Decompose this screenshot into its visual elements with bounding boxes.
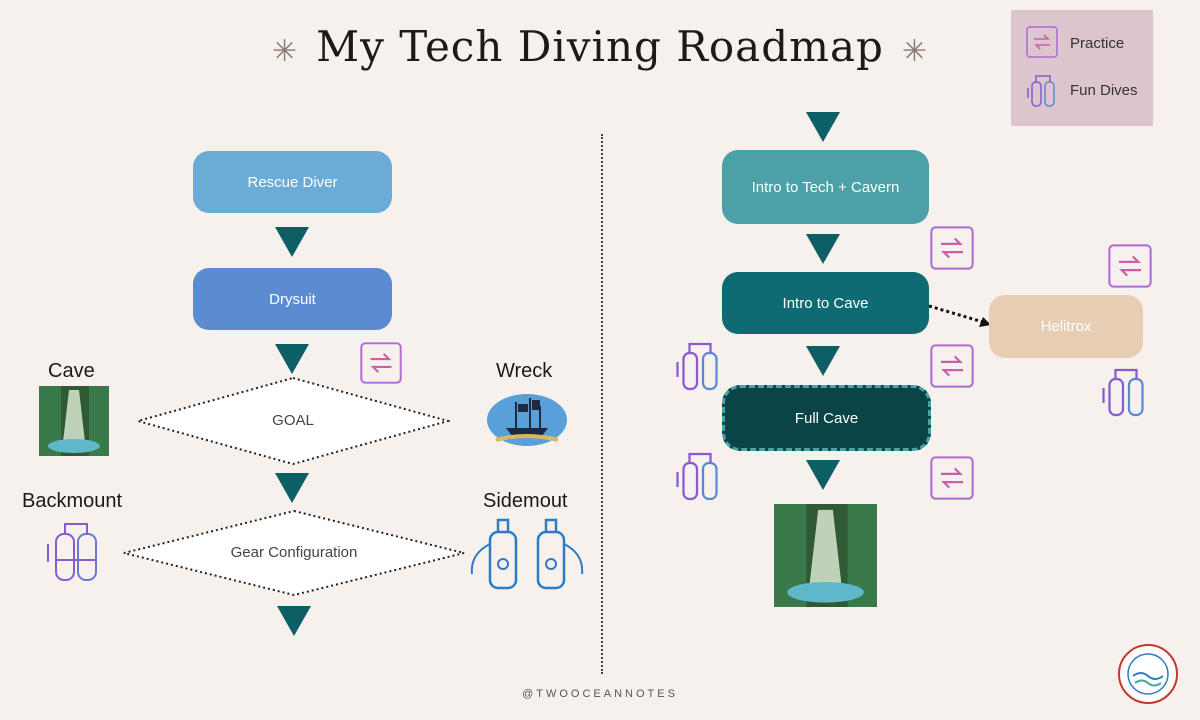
footer-handle: @TWOOCEANNOTES [522,688,678,700]
arrow-down [277,606,311,636]
logo [1118,644,1178,704]
dotted-arrow [929,304,991,327]
practice-icon [930,344,974,388]
cave-image [39,386,109,456]
cave-label: Cave [48,360,95,382]
arrow-down [806,460,840,490]
page-title: ✳ My Tech Diving Roadmap ✳ [0,22,1200,71]
arrow-down [806,346,840,376]
tank-icon [1027,75,1055,107]
arrow-down [806,112,840,142]
practice-icon [1108,244,1152,288]
sparkle-icon: ✳ [271,34,299,69]
helitrox-node: Helitrox [989,295,1143,358]
intro-cave-node: Intro to Cave [722,272,929,334]
sidemount-label: Sidemout [483,490,568,512]
sparkle-icon: ✳ [901,34,929,69]
drysuit-node: Drysuit [193,268,392,330]
arrow-down [806,234,840,264]
arrow-down [275,344,309,374]
backmount-label: Backmount [22,490,123,512]
tank-icon [676,342,718,391]
practice-icon [1026,26,1058,58]
rescue-diver-node: Rescue Diver [193,151,392,213]
practice-icon [930,226,974,270]
goal-text: GOAL [272,412,314,429]
gear-diamond [123,510,465,596]
backmount-tanks-icon [47,523,97,581]
goal-diamond [136,377,450,465]
legend-practice: Practice [1070,35,1125,52]
divider [601,134,603,674]
gear-text: Gear Configuration [230,544,358,561]
legend [1011,10,1153,126]
title-text: My Tech Diving Roadmap [316,22,884,71]
practice-icon [930,456,974,500]
legend-fun-dives: Fun Dives [1070,82,1138,99]
arrow-down [275,227,309,257]
wreck-label: Wreck [496,360,553,382]
wreck-image [487,394,567,446]
cave-image [774,504,877,607]
tank-icon [676,452,718,501]
intro-tech-node: Intro to Tech + Cavern [722,150,929,224]
tank-icon [1102,368,1144,417]
arrow-down [275,473,309,503]
full-cave-node: Full Cave [722,385,931,451]
sidemount-tanks-icon [470,518,584,590]
practice-icon [360,342,402,384]
